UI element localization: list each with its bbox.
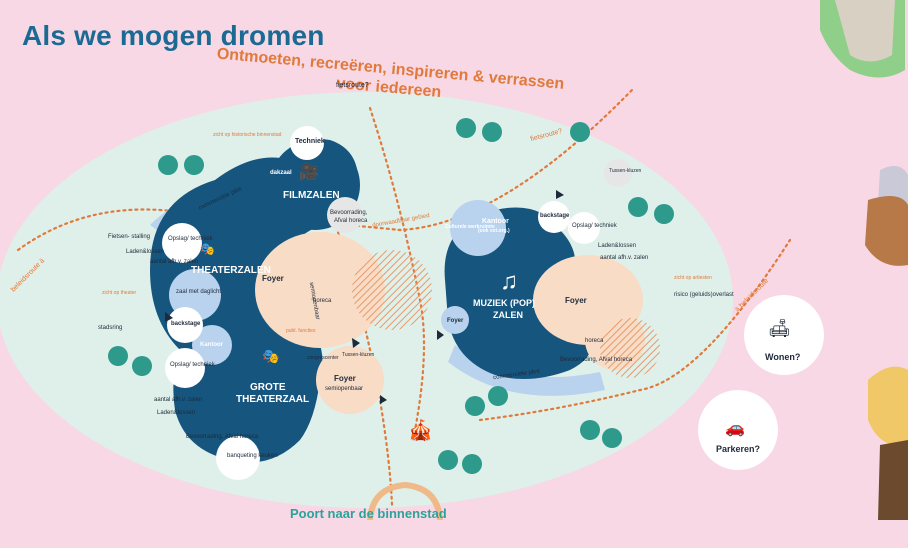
- label-zicht-theater: zicht op theater: [102, 290, 137, 296]
- label-opslag-2: Opslag/ techniek: [170, 362, 215, 368]
- foyer-semi: [316, 346, 384, 414]
- zone-theaterzalen: THEATERZALEN: [191, 265, 271, 276]
- route-arrows: [165, 190, 564, 404]
- route-right: [478, 238, 792, 422]
- zone-filmzalen: FILMZALEN: [283, 190, 340, 201]
- kantoor-circle: [192, 325, 232, 365]
- label-laden-2: Laden&lossen: [157, 410, 196, 416]
- label-bevoorrading-right: Bevoorrading, Afval horeca: [560, 357, 633, 363]
- bubble-tussen: [604, 159, 632, 187]
- bubble-bevoorrading-film: [327, 197, 363, 233]
- bubble-opslag-right: [568, 212, 600, 244]
- label-backstage-right: backstage: [540, 213, 570, 219]
- bubble-backstage: [167, 307, 203, 343]
- label-opslag-right: Opslag/ techniek: [572, 223, 617, 229]
- collage-popcorn: [868, 366, 908, 446]
- label-afval-film: Afval horeca: [334, 218, 368, 224]
- label-tussen: Tussen-kluzen: [342, 352, 375, 358]
- kantoor-right-circle: [450, 200, 506, 256]
- collage-top-inner: [835, 0, 895, 62]
- zone-grote-2: THEATERZAAL: [236, 394, 310, 405]
- label-congres: congrescenter: [307, 355, 339, 361]
- label-culturele: Culturele werkruimte: [445, 224, 495, 230]
- label-opslag: Opslag/ techniek: [168, 236, 213, 242]
- label-aantal: aantal afh.v. zalen: [150, 259, 199, 265]
- wonen-circle: [744, 295, 824, 375]
- label-laden-right: Laden&lossen: [598, 243, 637, 249]
- label-kantoor-right: Kantoor: [482, 218, 509, 225]
- theatre-mask-icon-2: 🎭: [262, 348, 280, 364]
- horeca-left-hatch: [352, 250, 432, 330]
- label-laden: Laden&lossen: [126, 249, 165, 255]
- bubble-opslag-2: [165, 348, 205, 388]
- label-fietsenstalling: Fietsen- stalling: [108, 234, 151, 240]
- label-aantal-2: aantal afh.v. zalen: [154, 397, 203, 403]
- label-kantoor-right-sub: (ook ext.org.): [478, 228, 510, 234]
- label-fietsroute-top: fietsroute?: [336, 82, 369, 89]
- car-icon: 🚗: [725, 420, 745, 437]
- label-bubbles: [162, 126, 600, 480]
- label-banqueting: banqueting keuken: [227, 453, 278, 459]
- label-backstage: backstage: [171, 321, 201, 327]
- zone-grote-1: GROTE: [250, 382, 286, 393]
- circus-tent-icon: 🎪: [408, 420, 433, 442]
- trees: [108, 118, 674, 474]
- bubble-backstage-right: [538, 201, 570, 233]
- label-aantal-right: aantal afh.v. zalen: [600, 255, 649, 261]
- label-risico: risico (geluids)overlast: [674, 292, 734, 298]
- label-horeca-left: horeca: [313, 298, 332, 304]
- label-zicht-historische: zicht op historische binnenstad: [213, 132, 282, 138]
- side-parkeren: Parkeren?: [716, 444, 761, 454]
- label-kantoor: Kantoor: [200, 342, 223, 348]
- film-camera-icon: 🎥: [299, 164, 319, 181]
- label-tussen-right: Tussen-kluzen: [609, 168, 642, 174]
- label-foyer-small: Foyer: [447, 318, 464, 324]
- label-daglicht: zaal met daglicht: [176, 289, 222, 295]
- label-zicht-artiesten: zicht op artiesten: [674, 275, 712, 281]
- zone-muziek-2: ZALEN: [493, 310, 523, 320]
- gate-label: Poort naar de binnenstad: [290, 506, 447, 521]
- label-bevoorrading-film: Bevoorrading,: [330, 210, 368, 216]
- label-foyer-right: Foyer: [565, 296, 587, 305]
- theatre-mask-icon: 🎭: [200, 242, 215, 256]
- label-bevoorrading-afval: Bevoorrading, Afval horeca: [186, 434, 259, 440]
- gate-arch: [367, 481, 443, 521]
- music-note-icon: ♫: [500, 268, 518, 295]
- bubble-banqueting: [216, 436, 260, 480]
- label-foyer-semi: Foyer: [334, 374, 356, 383]
- label-publ-functies: publ. functies: [286, 328, 316, 334]
- label-techniek: Techniek: [295, 138, 325, 145]
- label-dakzaal: dakzaal: [270, 170, 292, 176]
- bubble-techniek: [290, 126, 324, 160]
- parkeren-circle: [698, 390, 778, 470]
- sofa-icon: 🛋: [768, 318, 791, 338]
- label-horeca-right: horeca: [585, 338, 604, 344]
- label-foyer-left: Foyer: [262, 274, 284, 283]
- collage-gramophone: [878, 440, 908, 520]
- label-stadsring: stadsring: [98, 325, 123, 331]
- zone-muziek-1: MUZIEK (POP): [473, 298, 535, 308]
- side-wonen: Wonen?: [765, 352, 801, 362]
- horeca-right-hatch: [600, 318, 660, 378]
- collage-bear: [865, 196, 908, 266]
- foyer-left: [255, 232, 385, 348]
- commercial-plinth-bottom: [448, 345, 605, 396]
- page-title: Als we mogen dromen: [22, 20, 325, 51]
- bubble-opslag: [162, 223, 202, 263]
- label-foyer-semi-sub: semiopenbaar: [325, 386, 364, 392]
- foyers: [255, 232, 645, 414]
- foyer-right-light: [441, 306, 469, 334]
